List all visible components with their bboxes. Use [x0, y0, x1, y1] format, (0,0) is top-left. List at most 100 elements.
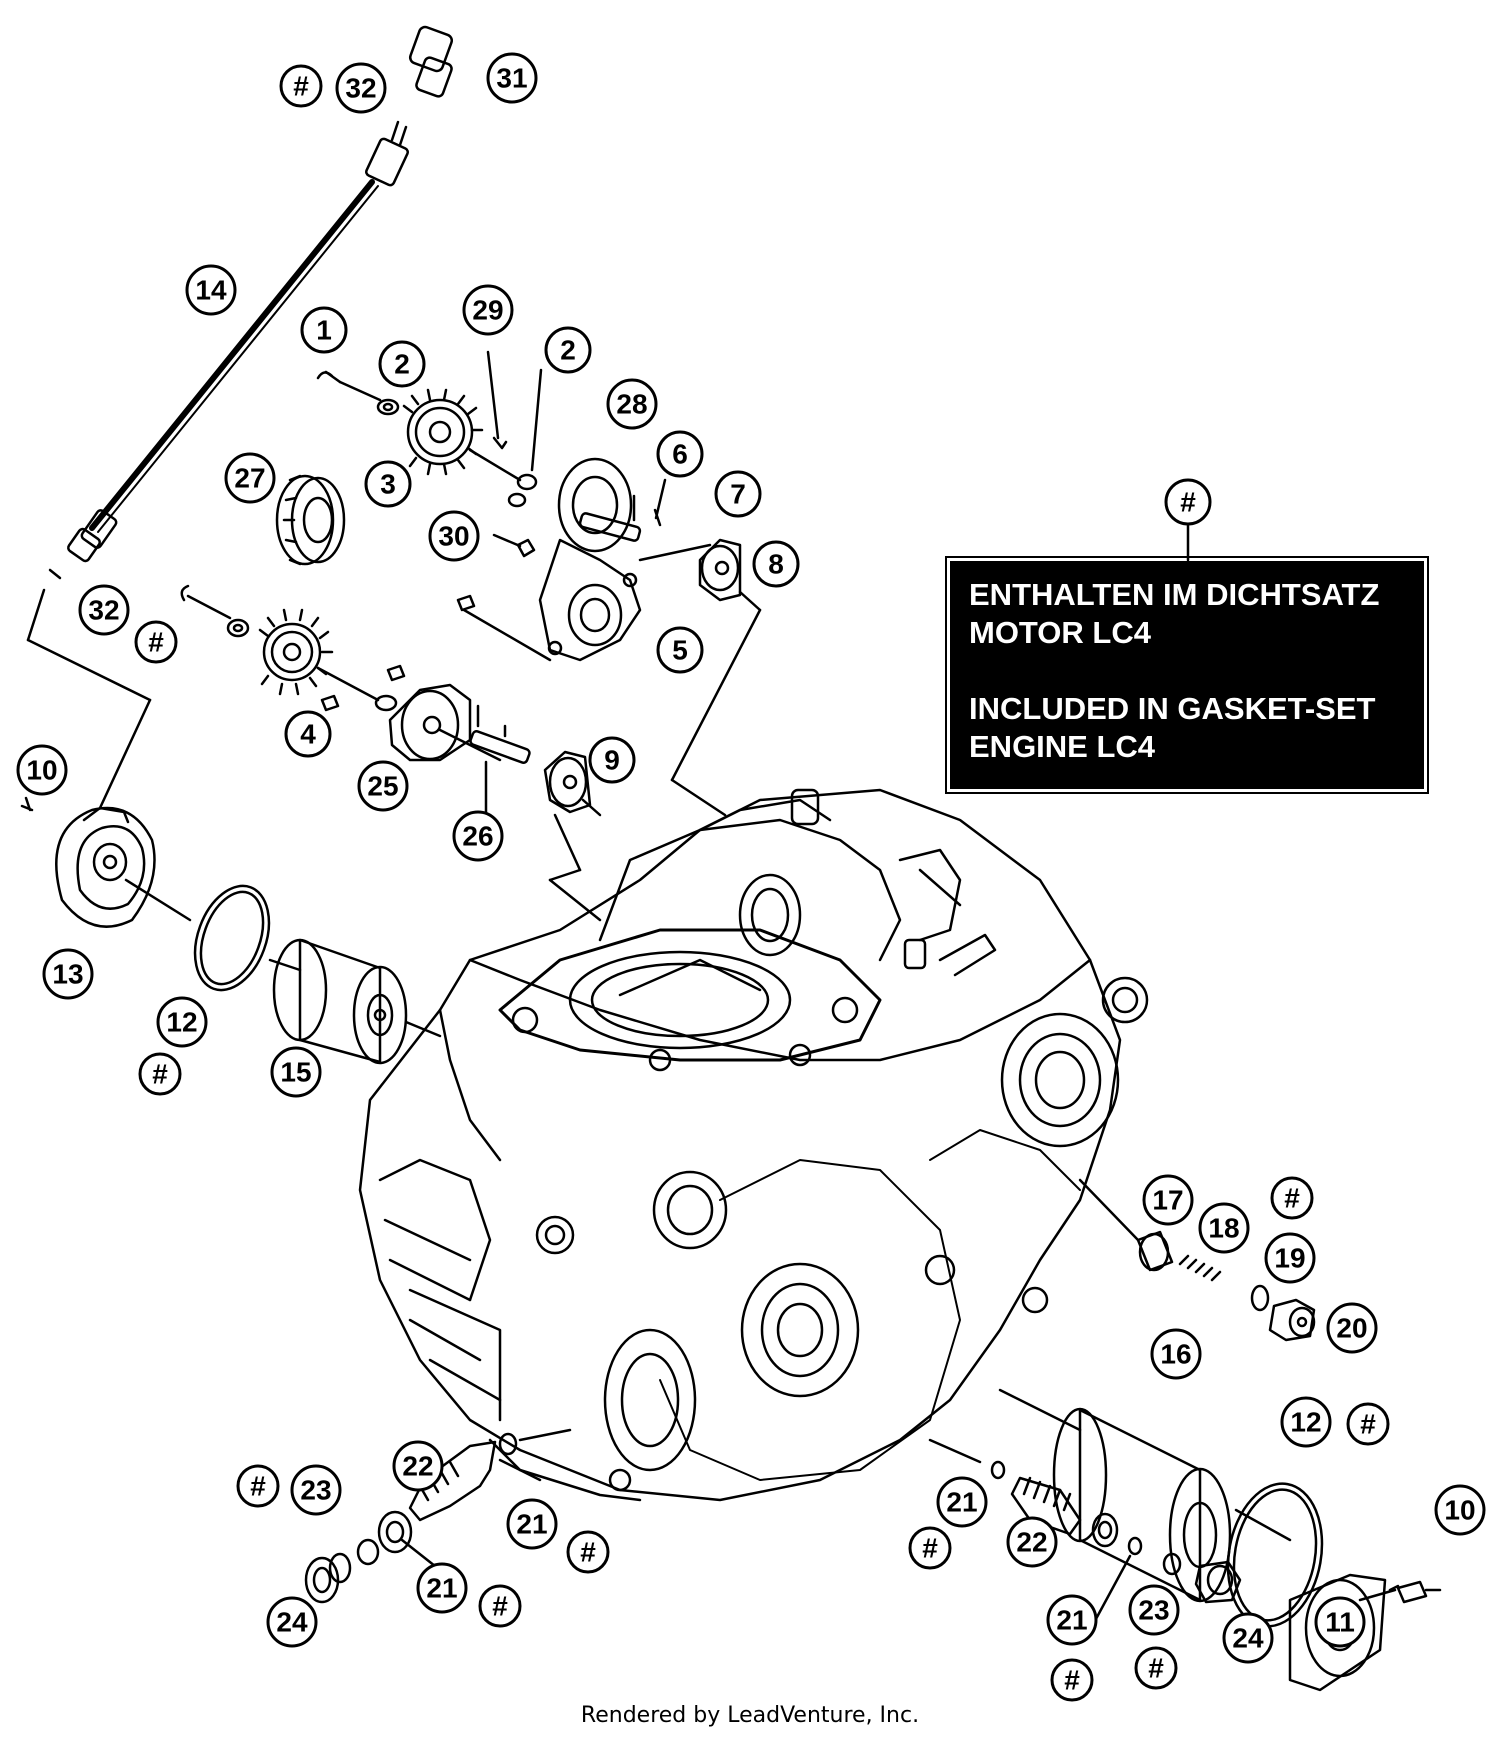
svg-text:7: 7	[730, 479, 746, 510]
svg-text:24: 24	[1232, 1623, 1264, 1654]
svg-text:#: #	[922, 1533, 938, 1564]
callout-24-left: 24	[266, 1596, 318, 1648]
svg-text:10: 10	[26, 755, 57, 786]
callout-22-right: 22	[1006, 1516, 1058, 1568]
callout-hash-12: #	[138, 1052, 182, 1096]
svg-text:#: #	[1064, 1665, 1080, 1696]
callout-25: 25	[357, 760, 409, 812]
svg-text:8: 8	[768, 549, 784, 580]
callout-20: 20	[1326, 1302, 1378, 1354]
svg-text:#: #	[1284, 1183, 1300, 1214]
callout-12-right: 12	[1280, 1396, 1332, 1448]
callout-8: 8	[752, 540, 800, 588]
relief-valve-right-group	[928, 1438, 1242, 1632]
svg-text:1: 1	[316, 315, 332, 346]
callout-22-left: 22	[392, 1440, 444, 1492]
callout-13: 13	[42, 948, 94, 1000]
svg-text:21: 21	[516, 1509, 547, 1540]
callout-5: 5	[656, 626, 704, 674]
svg-text:12: 12	[166, 1007, 197, 1038]
svg-text:2: 2	[560, 335, 576, 366]
callout-2b: 2	[544, 326, 592, 374]
svg-text:21: 21	[426, 1573, 457, 1604]
callout-hash-23r: #	[1134, 1646, 1178, 1690]
oil-pump-upper-group	[275, 350, 762, 817]
svg-text:22: 22	[1016, 1527, 1047, 1558]
oil-pump-lower-group	[180, 584, 602, 922]
svg-text:15: 15	[280, 1057, 311, 1088]
callout-31: 31	[486, 52, 538, 104]
svg-text:26: 26	[462, 821, 493, 852]
callout-1: 1	[300, 306, 348, 354]
oil-filter-left-group	[20, 796, 442, 1065]
callout-23-right: 23	[1128, 1584, 1180, 1636]
legend-line-3: INCLUDED IN GASKET-SET	[969, 691, 1376, 726]
callout-21-left-b: 21	[416, 1562, 468, 1614]
relief-valve-left-group	[304, 1428, 572, 1604]
svg-text:12: 12	[1290, 1407, 1321, 1438]
callout-2a: 2	[378, 340, 426, 388]
svg-text:#: #	[492, 1591, 508, 1622]
callout-11: 11	[1314, 1596, 1366, 1648]
callout-hash-top: #	[279, 64, 323, 108]
callout-21-right-b: 21	[1046, 1594, 1098, 1646]
svg-text:32: 32	[345, 73, 376, 104]
callout-hash-12r: #	[1346, 1402, 1390, 1446]
callout-30: 30	[428, 510, 480, 562]
legend-line-4: ENGINE LC4	[969, 729, 1156, 764]
callout-32-top: 32	[335, 62, 387, 114]
svg-text:21: 21	[1056, 1605, 1087, 1636]
callout-hash-21ra: #	[908, 1526, 952, 1570]
svg-text:20: 20	[1336, 1313, 1367, 1344]
svg-text:21: 21	[946, 1487, 977, 1518]
callout-10-left: 10	[16, 744, 68, 796]
svg-text:#: #	[1180, 487, 1196, 518]
svg-text:5: 5	[672, 635, 688, 666]
svg-text:18: 18	[1208, 1213, 1239, 1244]
callout-10-right: 10	[1434, 1484, 1486, 1536]
svg-text:16: 16	[1160, 1339, 1191, 1370]
callout-16: 16	[1150, 1328, 1202, 1380]
svg-text:9: 9	[604, 745, 620, 776]
callout-3: 3	[364, 460, 412, 508]
svg-text:#: #	[1148, 1653, 1164, 1684]
callout-9: 9	[588, 736, 636, 784]
callout-24-right: 24	[1222, 1612, 1274, 1664]
callout-26: 26	[452, 810, 504, 862]
legend-line-1: ENTHALTEN IM DICHTSATZ	[969, 577, 1380, 612]
callout-7: 7	[714, 470, 762, 518]
callout-27: 27	[224, 452, 276, 504]
callout-14: 14	[185, 264, 237, 316]
callout-6: 6	[656, 430, 704, 478]
callout-19: 19	[1264, 1232, 1316, 1284]
callout-15: 15	[270, 1046, 322, 1098]
svg-text:31: 31	[496, 63, 527, 94]
svg-text:#: #	[148, 627, 164, 658]
callout-21-left-a: 21	[506, 1498, 558, 1550]
svg-text:14: 14	[195, 275, 227, 306]
svg-text:27: 27	[234, 463, 265, 494]
svg-text:3: 3	[380, 469, 396, 500]
svg-text:10: 10	[1444, 1495, 1475, 1526]
render-credit: Rendered by LeadVenture, Inc.	[580, 1703, 920, 1728]
callout-hash-21la: #	[566, 1530, 610, 1574]
callout-23-left: 23	[290, 1464, 342, 1516]
svg-text:19: 19	[1274, 1243, 1305, 1274]
callout-hash-23l: #	[236, 1464, 280, 1508]
svg-text:30: 30	[438, 521, 469, 552]
svg-text:17: 17	[1152, 1185, 1183, 1216]
gasket-set-legend: ENTHALTEN IM DICHTSATZ MOTOR LC4 INCLUDE…	[945, 556, 1429, 794]
svg-text:32: 32	[88, 595, 119, 626]
svg-text:24: 24	[276, 1607, 308, 1638]
svg-text:#: #	[1360, 1409, 1376, 1440]
callout-21-right-a: 21	[936, 1476, 988, 1528]
callout-32-left: 32	[78, 584, 130, 636]
svg-text:#: #	[580, 1537, 596, 1568]
callout-12-left: 12	[156, 996, 208, 1048]
callout-hash-legend: #	[1164, 478, 1212, 526]
svg-text:4: 4	[300, 719, 316, 750]
svg-text:#: #	[250, 1471, 266, 1502]
svg-text:22: 22	[402, 1451, 433, 1482]
svg-text:6: 6	[672, 439, 688, 470]
